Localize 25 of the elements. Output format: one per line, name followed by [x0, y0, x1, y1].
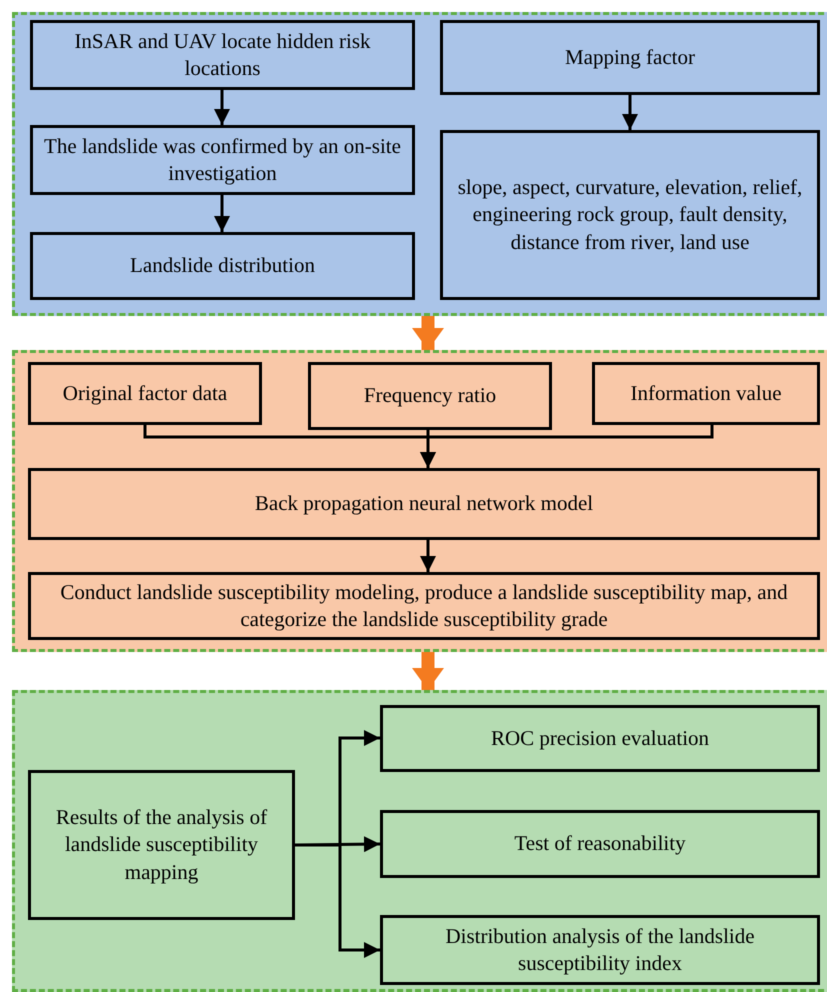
arrow — [622, 95, 638, 130]
arrow — [295, 844, 380, 958]
process-box: Frequency ratio — [308, 362, 552, 430]
block-arrow — [412, 316, 444, 350]
process-box: Landslide distribution — [30, 232, 415, 300]
arrow — [214, 195, 230, 232]
process-box: InSAR and UAV locate hidden risk locations — [30, 20, 415, 90]
process-box: Original factor data — [28, 362, 262, 425]
arrow — [214, 90, 230, 125]
arrow — [420, 425, 714, 468]
process-box: The landslide was confirmed by an on-site investigation — [30, 125, 415, 195]
process-box: Mapping factor — [440, 20, 820, 95]
process-box: slope, aspect, curvature, elevation, relief, engineering rock group, fault density, distance from river, land use — [440, 130, 820, 300]
process-box: ROC precision evaluation — [380, 705, 820, 772]
process-box: Distribution analysis of the landslide susceptibility index — [380, 915, 820, 985]
section-panel — [12, 12, 827, 316]
process-box: Conduct landslide susceptibility modeling, produce a landslide susceptibility map, and categorize the landslide susceptibility grade — [28, 572, 820, 640]
process-box: Back propagation neural network model — [28, 468, 820, 540]
arrow — [420, 540, 436, 572]
section-panel — [12, 690, 827, 992]
block-arrow — [412, 652, 444, 690]
process-box: Results of the analysis of landslide susceptibility mapping — [28, 770, 295, 920]
section-panel — [12, 350, 827, 652]
process-box: Information value — [592, 362, 820, 425]
process-box: Test of reasonability — [380, 810, 820, 878]
